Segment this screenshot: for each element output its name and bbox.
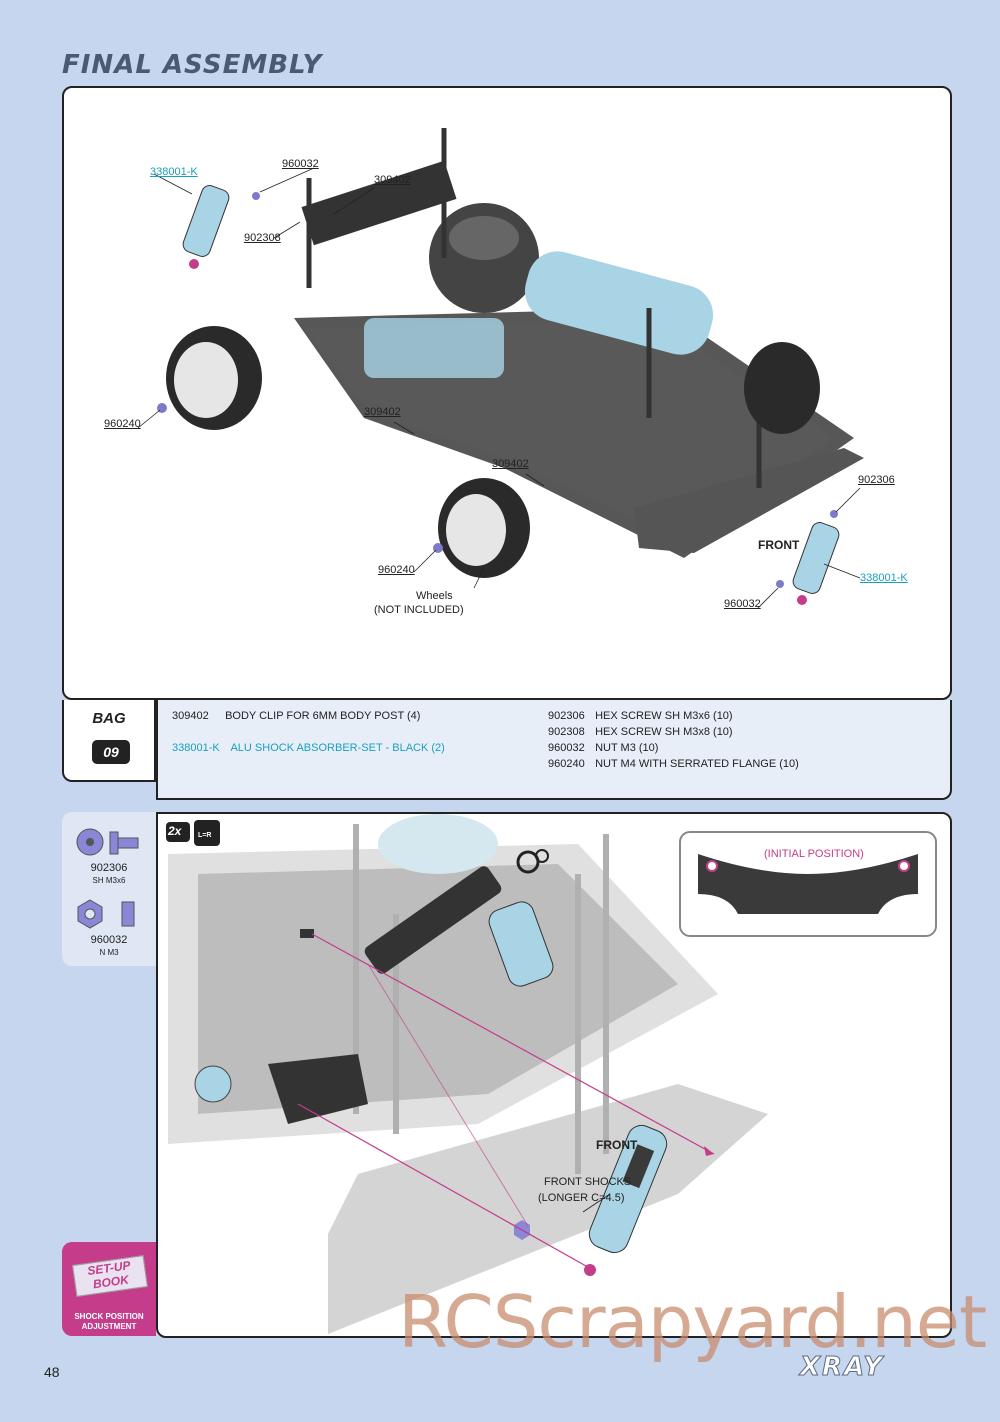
part-code: 960032 <box>548 742 585 754</box>
part-row: 902308 HEX SCREW SH M3x8 (10) <box>548 726 733 738</box>
callout-nut-left: 960032 <box>282 158 319 170</box>
callout-clip-top: 309402 <box>374 174 411 186</box>
front-shocks-label: FRONT SHOCKS <box>544 1176 632 1188</box>
front-label-bottom: FRONT <box>596 1138 638 1152</box>
bottom-step-panel: 2x L=R (INITIAL POSITION) FRONT FRONT SH… <box>156 812 952 1338</box>
callout-shock-left: 338001-K <box>150 166 198 178</box>
top-assembly-panel: 338001-K 960032 309402 902308 960240 309… <box>62 86 952 700</box>
page-number: 48 <box>44 1364 60 1380</box>
setup-book-title: SET-UP BOOK <box>72 1255 148 1297</box>
part-desc: NUT M4 WITH SERRATED FLANGE (10) <box>595 758 799 770</box>
initial-position-label: (INITIAL POSITION) <box>764 848 864 860</box>
chassis-illustration <box>137 128 864 609</box>
bag-number: 09 <box>92 740 130 764</box>
part-desc: HEX SCREW SH M3x8 (10) <box>595 726 733 738</box>
part-row: 338001-K ALU SHOCK ABSORBER-SET - BLACK … <box>172 742 445 754</box>
callout-not-included: (NOT INCLUDED) <box>374 604 464 616</box>
part-desc: ALU SHOCK ABSORBER-SET - BLACK (2) <box>230 742 445 754</box>
xray-logo: XRAY <box>799 1352 885 1383</box>
part-code: 960240 <box>548 758 585 770</box>
part-code: 902306 <box>548 710 585 722</box>
hardware-sub: SH M3x6 <box>92 876 126 885</box>
setup-book-caption-1: SHOCK POSITION <box>74 1312 144 1321</box>
part-desc: NUT M3 (10) <box>595 742 659 754</box>
callout-wheels: Wheels <box>416 590 453 602</box>
longer-label: (LONGER C=4.5) <box>538 1192 625 1204</box>
callout-shock-right: 338001-K <box>860 572 908 584</box>
callout-nut-wheel-front: 960240 <box>378 564 415 576</box>
bag-badge: BAG 09 <box>62 700 156 782</box>
parts-list: 309402 BODY CLIP FOR 6MM BODY POST (4) 3… <box>156 700 952 800</box>
setup-book-badge[interactable]: SET-UP BOOK SHOCK POSITION ADJUSTMENT <box>62 1242 156 1336</box>
front-shock-illustration <box>166 814 937 1334</box>
callout-screw-left: 902308 <box>244 232 281 244</box>
setup-book-caption-2: ADJUSTMENT <box>81 1322 137 1331</box>
callout-clip-low: 309402 <box>492 458 529 470</box>
part-row: 960240 NUT M4 WITH SERRATED FLANGE (10) <box>548 758 799 770</box>
part-desc: BODY CLIP FOR 6MM BODY POST (4) <box>225 710 421 722</box>
callout-clip-mid: 309402 <box>364 406 401 418</box>
front-label-top: FRONT <box>758 538 800 552</box>
hardware-code: 902306 <box>90 862 128 874</box>
part-row: 309402 BODY CLIP FOR 6MM BODY POST (4) <box>172 710 420 722</box>
part-code: 338001-K <box>172 742 220 754</box>
callout-nut-right: 960032 <box>724 598 761 610</box>
part-row: 902306 HEX SCREW SH M3x6 (10) <box>548 710 733 722</box>
hardware-code: 960032 <box>90 934 128 946</box>
hardware-icons <box>76 828 139 929</box>
watermark: RCScrapyard.net <box>398 1280 987 1364</box>
part-code: 309402 <box>172 710 209 722</box>
qty-label: 2x <box>168 824 182 838</box>
page-title: FINAL ASSEMBLY <box>62 50 323 80</box>
bag-label: BAG <box>92 710 126 727</box>
callout-screw-right: 902306 <box>858 474 895 486</box>
lr-label: L=R <box>198 832 212 839</box>
part-desc: HEX SCREW SH M3x6 (10) <box>595 710 733 722</box>
part-code: 902308 <box>548 726 585 738</box>
hardware-sub: N M3 <box>99 948 119 957</box>
part-row: 960032 NUT M3 (10) <box>548 742 658 754</box>
callout-nut-wheel-left: 960240 <box>104 418 141 430</box>
hardware-sidebar: 902306 SH M3x6 960032 N M3 <box>62 812 156 966</box>
